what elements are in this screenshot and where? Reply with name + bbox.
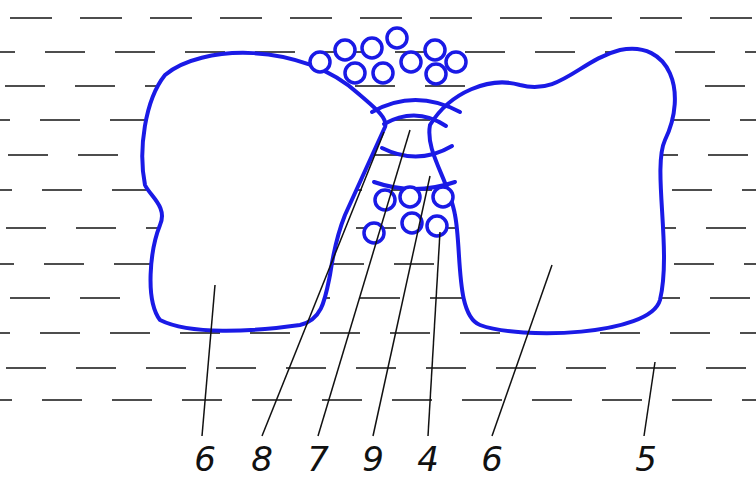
leader-lines <box>202 130 655 436</box>
liquid-medium <box>0 0 756 420</box>
bridge-outer-arc <box>372 100 460 112</box>
callout-number: 8 <box>251 442 273 476</box>
callout-number: 6 <box>481 442 503 476</box>
bridge-inner-arc <box>384 115 446 126</box>
callout-number: 5 <box>635 442 657 476</box>
callout-number: 4 <box>417 442 439 476</box>
bridge-lower-arc <box>382 146 452 157</box>
particle-left <box>142 53 385 331</box>
callout-number: 9 <box>362 442 384 476</box>
small-particles <box>310 28 466 243</box>
callout-number: 6 <box>194 442 216 476</box>
particle-right <box>429 49 675 333</box>
callout-number: 7 <box>307 442 329 476</box>
